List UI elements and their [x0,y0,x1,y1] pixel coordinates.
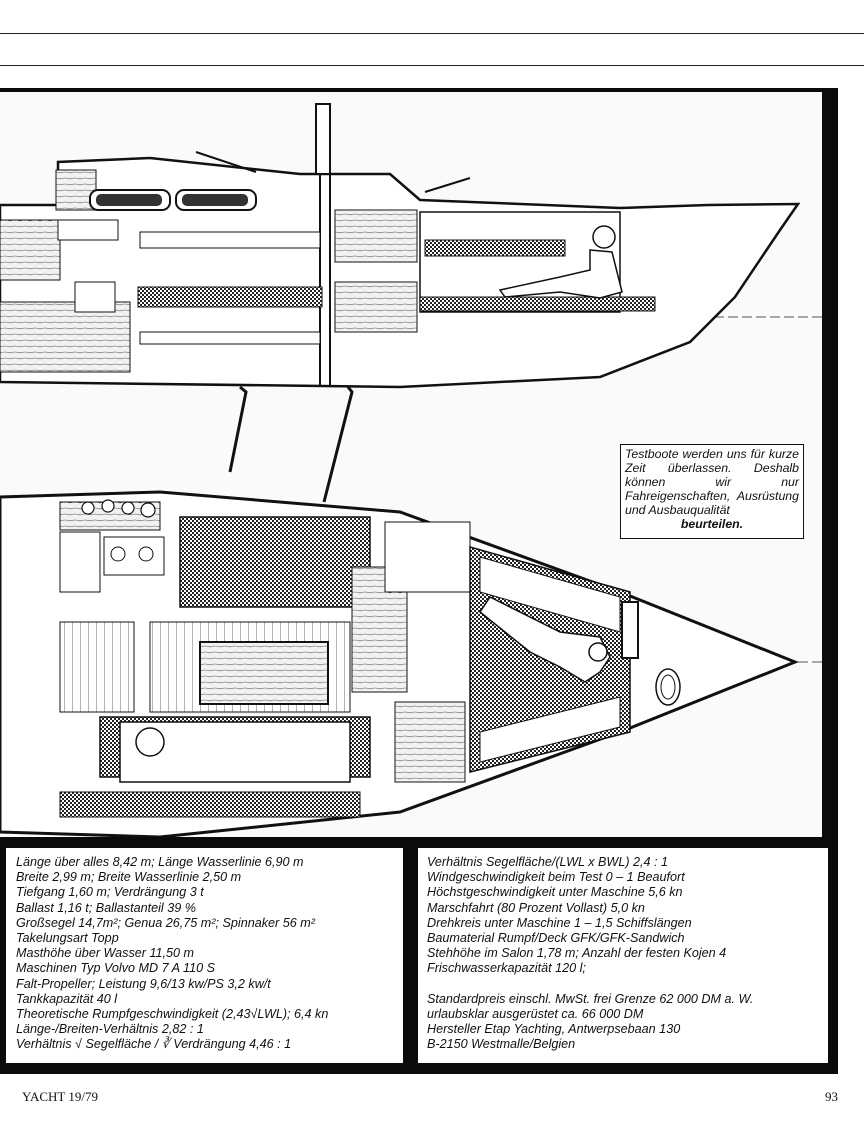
specs-left-box: Länge über alles 8,42 m; Länge Wasserlin… [6,848,403,1063]
side-profile [0,103,822,503]
top-rule-1 [0,33,864,34]
spec-line: Großsegel 14,7m²; Genua 26,75 m²; Spinna… [16,915,315,930]
magazine-issue: YACHT 19/79 [22,1089,98,1104]
spec-line: Breite 2,99 m; Breite Wasserlinie 2,50 m [16,870,242,885]
test-boat-note-text: Testboote werden uns für kurze Zeit über… [625,447,799,518]
spec-line: Länge über alles 8,42 m; Länge Wasserlin… [16,855,304,869]
spec-line: Stehhöhe im Salon 1,78 m; Anzahl der fes… [427,946,727,961]
price-line: Standardpreis einschl. MwSt. frei Grenze… [427,991,754,1006]
test-boat-note: Testboote werden uns für kurze Zeit über… [620,444,804,539]
spec-line: Länge-/Breiten-Verhältnis 2,82 : 1 [16,1022,204,1037]
deck-plan [0,490,822,837]
spec-line: Verhältnis √ Segelfläche / ∛ Verdrängung… [16,1037,292,1052]
spec-line: Höchstgeschwindigkeit unter Maschine 5,6… [427,885,683,900]
spec-line: Takelungsart Topp [16,931,119,946]
page-number: 93 [825,1089,838,1104]
spec-line: Tankkapazität 40 l [16,991,118,1006]
spec-line: Falt-Propeller; Leistung 9,6/13 kw/PS 3,… [16,976,271,991]
spec-line: Drehkreis unter Maschine 1 – 1,5 Schiffs… [427,915,692,930]
spec-line: Theoretische Rumpfgeschwindigkeit (2,43√… [16,1007,329,1022]
spec-line: Maschinen Typ Volvo MD 7 A 110 S [16,961,216,976]
test-boat-note-last-line: beurteilen. [680,517,744,532]
spec-line: Baumaterial Rumpf/Deck GFK/GFK-Sandwich [427,931,685,946]
spec-line: Ballast 1,16 t; Ballastanteil 39 % [16,900,196,915]
price-line: B-2150 Westmalle/Belgien [427,1037,576,1052]
price-line: Hersteller Etap Yachting, Antwerpsebaan … [427,1022,681,1037]
boat-drawing [0,103,822,837]
spec-line: Masthöhe über Wasser 11,50 m [16,946,195,961]
spec-line: Windgeschwindigkeit beim Test 0 – 1 Beau… [427,870,685,885]
spec-spacer [427,977,822,992]
spec-line: Tiefgang 1,60 m; Verdrängung 3 t [16,885,204,900]
spec-line: Marschfahrt (80 Prozent Vollast) 5,0 kn [427,900,645,915]
spec-line: Verhältnis Segelfläche/(LWL x BWL) 2,4 :… [427,855,669,869]
specs-right-box: Verhältnis Segelfläche/(LWL x BWL) 2,4 :… [418,848,828,1063]
price-line: urlaubsklar ausgerüstet ca. 66 000 DM [427,1006,644,1021]
spec-line: Frischwasserkapazität 120 l; [427,961,586,976]
top-rule-2 [0,65,864,66]
